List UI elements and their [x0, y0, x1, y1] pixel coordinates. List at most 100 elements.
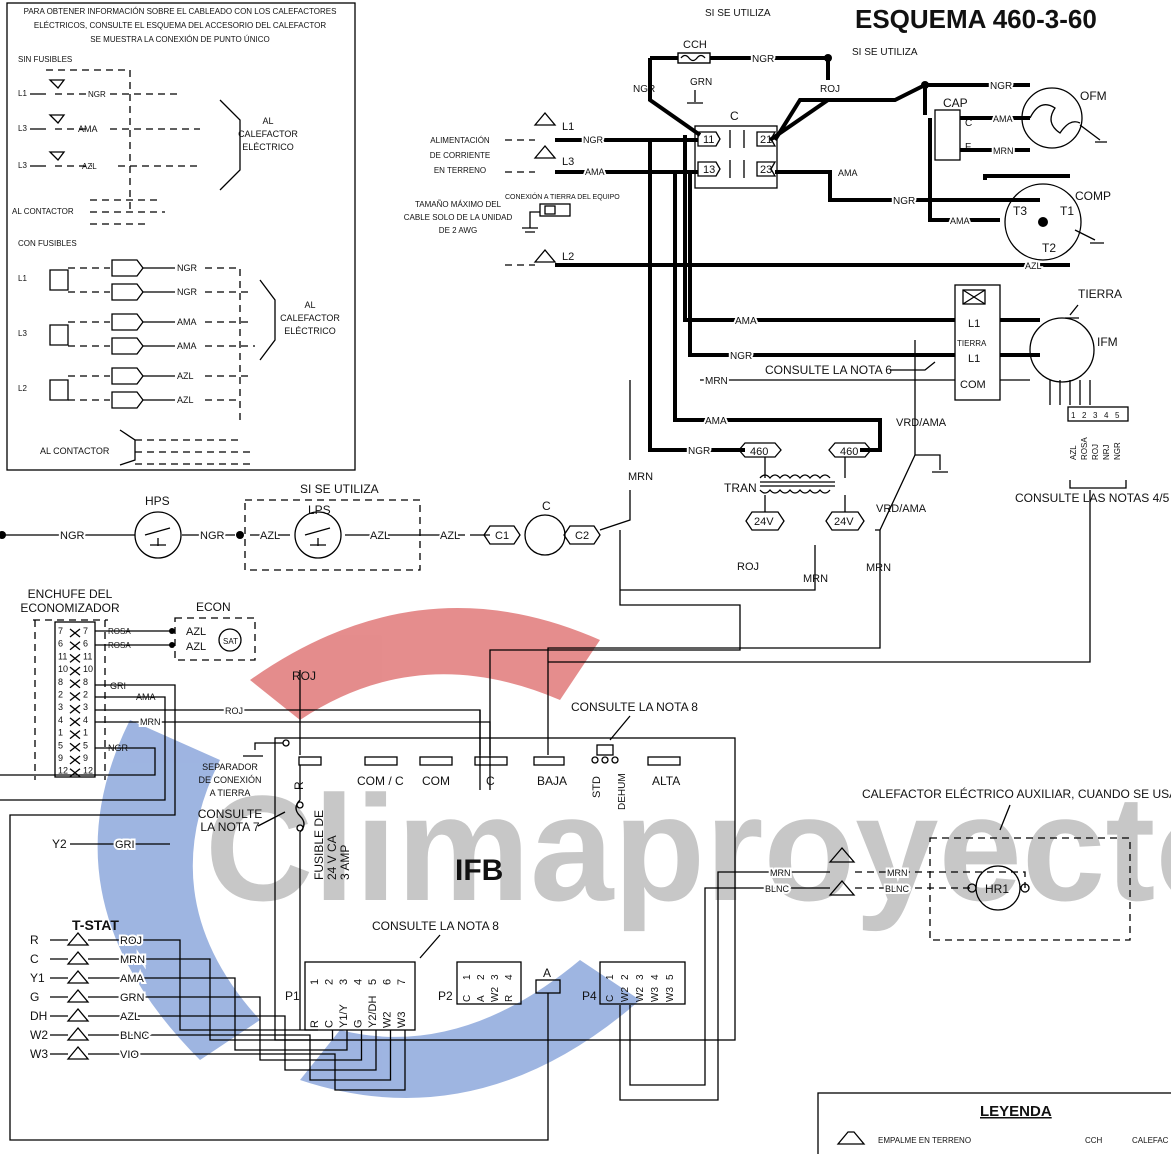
vrd-ama-1: VRD/AMA: [896, 417, 947, 429]
tamano-3: DE 2 AWG: [439, 226, 477, 235]
cch-label: CCH: [683, 39, 707, 51]
econ-pin-contact: [69, 704, 81, 714]
econ-roj: ROJ: [225, 706, 243, 716]
consulte-nota-7-2: LA NOTA 7: [200, 820, 259, 834]
econ-pin-contact: [69, 641, 81, 651]
ifb-r: R: [292, 781, 306, 790]
tstat-label: T-STAT: [72, 917, 119, 933]
coil-c2: C2: [575, 530, 589, 542]
comp-t1: T1: [1060, 204, 1074, 218]
info-box: PARA OBTENER INFORMACIÓN SOBRE EL CABLEA…: [6, 2, 356, 471]
p2-label: P2: [438, 989, 453, 1003]
legend-empalme: EMPALME EN TERRENO: [878, 1136, 971, 1145]
coil-c1: C1: [495, 530, 509, 542]
econ-mrn: MRN: [140, 717, 161, 727]
ifm-box-l2: L1: [968, 318, 980, 330]
tstat-splice-6: [66, 1045, 90, 1060]
ifb-board: ROJ MRN MRN ROJ R COM / C COM C BAJA ALT…: [198, 490, 1091, 1100]
al-contactor-2: AL CONTACTOR: [40, 446, 110, 456]
lps-label: LPS: [308, 503, 331, 517]
econ-ngr: NGR: [108, 743, 129, 753]
fusible-1: FUSIBLE DE: [312, 810, 326, 880]
separador-3: A TIERRA: [210, 788, 251, 798]
legend-title: LEYENDA: [980, 1103, 1052, 1120]
ifb-label: IFB: [455, 854, 503, 887]
econ-pin-left: 9: [58, 753, 63, 763]
p2-terms-1: A: [476, 995, 487, 1002]
econ-pin-left: 1: [58, 728, 63, 738]
econ-pin-left: 2: [58, 690, 63, 700]
tran-460-right: 460: [840, 446, 858, 458]
comp-ama-2: AMA: [950, 216, 970, 226]
legend-calefactor: CALEFAC: [1132, 1136, 1169, 1145]
al-calefactor-1-c: ELÉCTRICO: [242, 142, 294, 152]
p1-terms-6: W3: [396, 1012, 408, 1029]
ifm-wire-nrj: NRJ: [1102, 444, 1111, 460]
econ-pin-contact: [69, 742, 81, 752]
tstat-term-2: Y1: [30, 971, 45, 985]
ifm-pin-4: 4: [1104, 411, 1109, 420]
ifb-roj-r: ROJ: [292, 669, 316, 683]
aux-heater: CALEFACTOR ELÉCTRICO AUXILIAR, CUANDO SE…: [619, 786, 1171, 1101]
watermark-text: Climaproyectos: [205, 764, 1171, 932]
hps-label: HPS: [145, 494, 170, 508]
al-calefactor-2-b: CALEFACTOR: [280, 313, 340, 323]
separador-2: DE CONEXIÓN: [198, 775, 261, 785]
enchufe-2: ECONOMIZADOR: [20, 601, 120, 615]
con-wire-3: AMA: [177, 317, 197, 327]
econ-pin-right: 6: [83, 639, 88, 649]
p1-nums-6: 7: [396, 979, 408, 985]
tstat-wire-label-6: VIO: [120, 1049, 139, 1061]
consulte-notas-45: CONSULTE LAS NOTAS 4/5: [1015, 491, 1170, 505]
tstat-wire-3: [50, 996, 363, 1061]
ifb-mrn-top-2: MRN: [866, 562, 891, 574]
tran-24v-left: 24V: [754, 516, 774, 528]
cch-ngr-left: NGR: [633, 84, 655, 95]
con-wire-6: AZL: [177, 395, 194, 405]
vrd-ama-2: VRD/AMA: [876, 503, 927, 515]
econ-label: ECON: [196, 600, 231, 614]
separador-1: SEPARADOR: [202, 762, 258, 772]
tstat-splice-3: [66, 988, 90, 1003]
econ-pin-left: 5: [58, 740, 63, 750]
tstat-term-0: R: [30, 933, 39, 947]
econ-ama: AMA: [136, 692, 156, 702]
comp-ngr: NGR: [893, 196, 915, 207]
tamano-2: CABLE SOLO DE LA UNIDAD: [404, 213, 513, 222]
con-wire-4: AMA: [177, 341, 197, 351]
info-line-2: ELÉCTRICOS, CONSULTE EL ESQUEMA DEL ACCE…: [34, 21, 326, 30]
con-wire-2: NGR: [177, 287, 198, 297]
ofm-ngr: NGR: [990, 81, 1012, 92]
p1-nums-0: 1: [309, 979, 321, 985]
coil-c-label: C: [542, 499, 551, 513]
consulte-nota-8-top: CONSULTE LA NOTA 8: [571, 700, 698, 714]
p2-terms-3: R: [504, 995, 515, 1002]
al-calefactor-2-a: AL: [304, 300, 315, 310]
p1-terms-5: W2: [382, 1012, 394, 1029]
con-fusibles-label: CON FUSIBLES: [18, 239, 77, 248]
aux-blnc-2: BLNC: [885, 884, 910, 894]
econ-pin-contact: [69, 628, 81, 638]
ifm-pin-1: 1: [1071, 411, 1076, 420]
lps-azl-out: AZL: [370, 530, 390, 542]
al-calefactor-1-a: AL: [262, 116, 273, 126]
p1-terms-4: Y2/DH: [367, 996, 379, 1028]
econ-pin-left: 12: [58, 766, 68, 776]
contact-11: 11: [703, 134, 714, 146]
cch-ngr: NGR: [752, 54, 774, 65]
ifb-alta: ALTA: [652, 774, 680, 788]
econ-pin-right: 10: [83, 664, 93, 674]
econ-pin-right: 9: [83, 753, 88, 763]
p1-label: P1: [285, 989, 300, 1003]
al-calefactor-2-c: ELÉCTRICO: [284, 326, 336, 336]
hr1-label: HR1: [985, 882, 1009, 896]
econ-pin-left: 6: [58, 639, 63, 649]
p1-terms-2: Y1/Y: [338, 1003, 350, 1028]
y2-label: Y2: [52, 837, 67, 851]
info-line-1: PARA OBTENER INFORMACIÓN SOBRE EL CABLEA…: [24, 7, 337, 16]
sin-l3b: L3: [18, 161, 27, 170]
p4-terms-3: W3: [650, 987, 661, 1002]
ifm-pin-3: 3: [1093, 411, 1098, 420]
sin-wire-ama: AMA: [78, 124, 98, 134]
contact-23: 23: [760, 164, 772, 176]
